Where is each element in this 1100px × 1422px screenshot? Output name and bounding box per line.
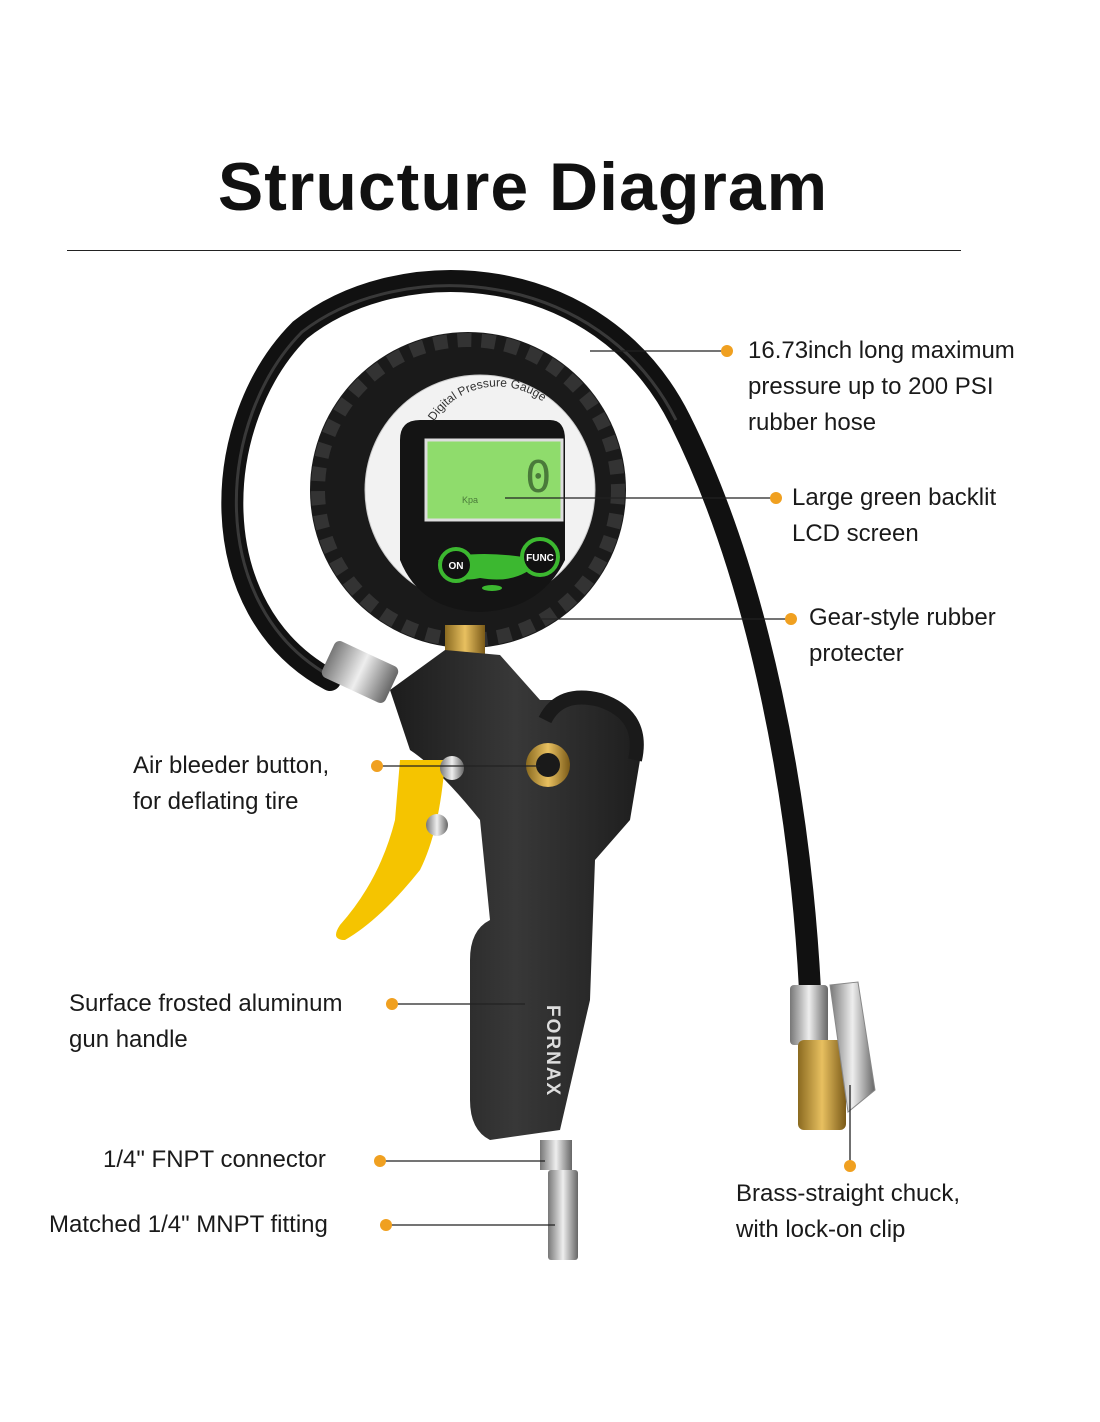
callout-text: 16.73inch long maximum bbox=[748, 337, 1015, 364]
dot-bleeder bbox=[371, 760, 383, 772]
callout-text: gun handle bbox=[69, 1026, 188, 1053]
func-button bbox=[520, 537, 560, 577]
func-button-label: FUNC bbox=[526, 553, 554, 564]
dot-fnpt bbox=[374, 1155, 386, 1167]
callout-dots bbox=[371, 345, 856, 1231]
callout-protector: Gear-style rubber protecter bbox=[809, 600, 996, 672]
brand-logo: FORNAX bbox=[542, 1005, 563, 1097]
callout-fnpt: 1/4" FNPT connector bbox=[103, 1142, 326, 1178]
callout-text: Surface frosted aluminum bbox=[69, 990, 343, 1017]
on-button bbox=[438, 547, 474, 583]
dot-handle bbox=[386, 998, 398, 1010]
page-title: Structure Diagram bbox=[217, 149, 829, 225]
callout-lcd: Large green backlit LCD screen bbox=[792, 480, 996, 552]
title-divider bbox=[67, 250, 961, 251]
dot-chuck bbox=[844, 1160, 856, 1172]
callout-bleeder: Air bleeder button, for deflating tire bbox=[133, 748, 329, 820]
callout-text: Brass-straight chuck, bbox=[736, 1180, 961, 1207]
dot-mnpt bbox=[380, 1219, 392, 1231]
callout-text: Gear-style rubber bbox=[809, 604, 996, 631]
callout-text: protecter bbox=[809, 640, 904, 667]
on-button-label: ON bbox=[449, 561, 464, 572]
mnpt-fitting bbox=[548, 1170, 578, 1260]
fnpt-connector bbox=[540, 1140, 572, 1170]
hose-ferrule bbox=[321, 641, 399, 703]
bleeder-valve bbox=[440, 756, 464, 780]
callout-text: LCD screen bbox=[792, 520, 919, 547]
trigger bbox=[336, 760, 445, 940]
leader-lines bbox=[377, 350, 851, 1226]
lcd-reading: 0 bbox=[525, 452, 552, 503]
brass-chuck bbox=[790, 981, 876, 1130]
dot-hose bbox=[721, 345, 733, 357]
callout-text: Air bleeder button, bbox=[133, 752, 330, 779]
callout-handle: Surface frosted aluminum gun handle bbox=[69, 986, 342, 1058]
callout-text: for deflating tire bbox=[133, 788, 299, 815]
lcd-unit: Kpa bbox=[462, 495, 478, 505]
hook bbox=[538, 690, 644, 762]
lcd-screen bbox=[424, 438, 564, 522]
callout-text: with lock-on clip bbox=[736, 1216, 906, 1243]
callout-text: 1/4" FNPT connector bbox=[103, 1146, 326, 1173]
callout-text: rubber hose bbox=[748, 409, 877, 436]
callout-hose: 16.73inch long maximum pressure up to 20… bbox=[748, 333, 1015, 441]
callout-text: pressure up to 200 PSI bbox=[748, 373, 994, 400]
callout-mnpt: Matched 1/4" MNPT fitting bbox=[49, 1207, 328, 1243]
dot-lcd bbox=[770, 492, 782, 504]
callout-chuck: Brass-straight chuck, with lock-on clip bbox=[736, 1176, 960, 1248]
dot-protector bbox=[785, 613, 797, 625]
rubber-hose bbox=[221, 270, 821, 1001]
gun-body bbox=[390, 650, 640, 1140]
pressure-gauge bbox=[310, 332, 626, 648]
callout-text: Matched 1/4" MNPT fitting bbox=[49, 1211, 328, 1238]
callout-text: Large green backlit bbox=[792, 484, 997, 511]
